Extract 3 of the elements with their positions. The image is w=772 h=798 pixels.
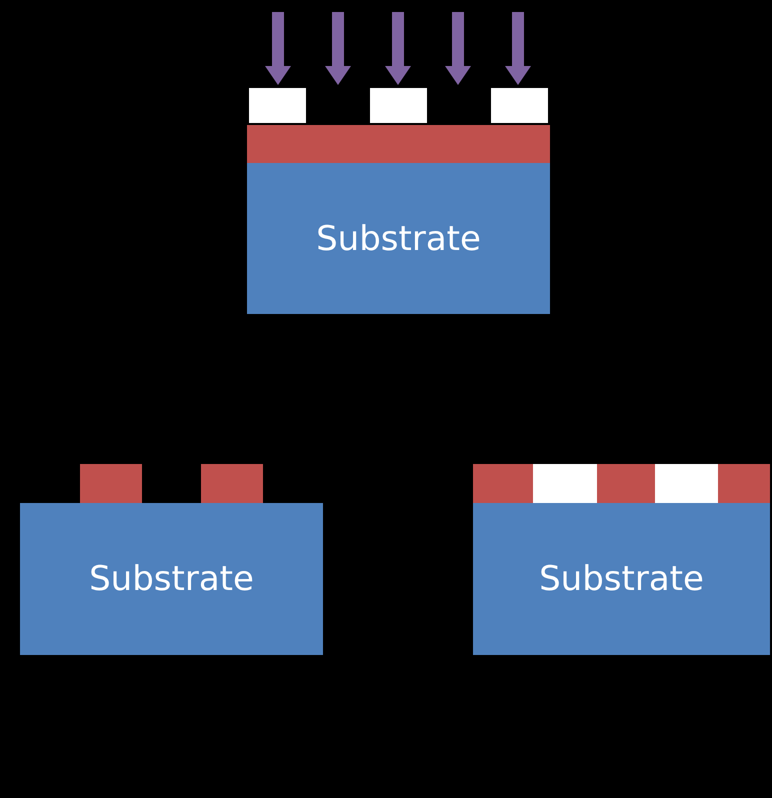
substrate-block: Substrate	[247, 163, 550, 314]
substrate-block: Substrate	[473, 503, 770, 655]
substrate-block: Substrate	[20, 503, 323, 655]
